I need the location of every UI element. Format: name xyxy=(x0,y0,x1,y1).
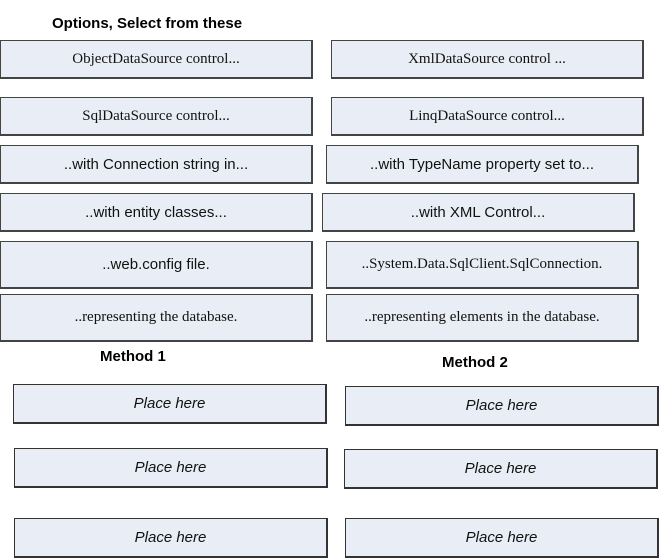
method-2-title: Method 2 xyxy=(442,354,508,371)
option-representing-elements[interactable]: ..representing elements in the database. xyxy=(326,294,639,342)
method-2-slot-3[interactable]: Place here xyxy=(345,518,659,558)
options-title: Options, Select from these xyxy=(52,15,243,32)
method-1-slot-2[interactable]: Place here xyxy=(14,448,328,488)
option-linq-datasource[interactable]: LinqDataSource control... xyxy=(331,97,644,136)
option-xml-control[interactable]: ..with XML Control... xyxy=(322,193,635,232)
option-entity-classes[interactable]: ..with entity classes... xyxy=(0,193,313,232)
option-sqlconnection[interactable]: ..System.Data.SqlClient.SqlConnection. xyxy=(326,241,639,289)
method-1-slot-3[interactable]: Place here xyxy=(14,518,328,558)
option-sql-datasource[interactable]: SqlDataSource control... xyxy=(0,97,313,136)
method-2-slot-2[interactable]: Place here xyxy=(344,449,658,489)
option-connection-string[interactable]: ..with Connection string in... xyxy=(0,145,313,184)
option-object-datasource[interactable]: ObjectDataSource control... xyxy=(0,40,313,79)
method-1-title: Method 1 xyxy=(100,348,166,365)
method-2-slot-1[interactable]: Place here xyxy=(345,386,659,426)
option-web-config[interactable]: ..web.config file. xyxy=(0,241,313,289)
option-representing-database[interactable]: ..representing the database. xyxy=(0,294,313,342)
option-xml-datasource[interactable]: XmlDataSource control ... xyxy=(331,40,644,79)
option-typename-property[interactable]: ..with TypeName property set to... xyxy=(326,145,639,184)
method-1-slot-1[interactable]: Place here xyxy=(13,384,327,424)
